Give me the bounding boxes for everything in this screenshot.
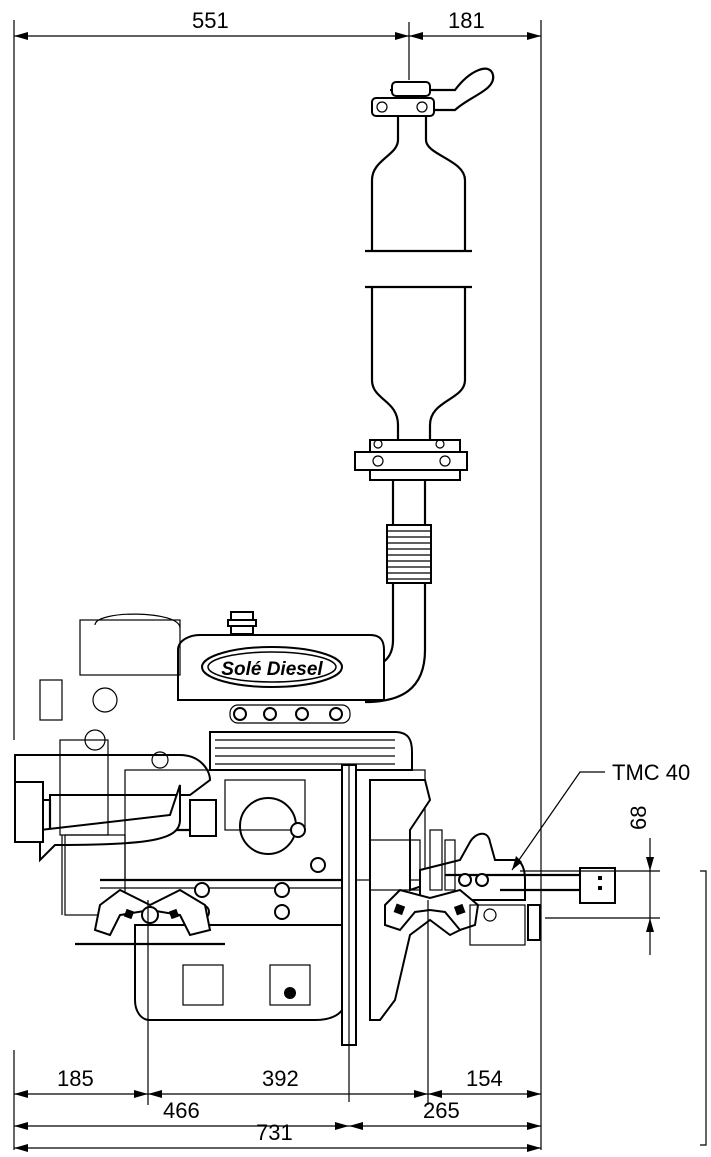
- bottom-dimension-lines: [13, 900, 541, 1152]
- right-dimension-68: [520, 838, 707, 1146]
- model-label: TMC 40: [612, 760, 690, 785]
- gearbox: [369, 779, 616, 1021]
- model-leader: [511, 771, 605, 871]
- dim-466: 466: [163, 1098, 200, 1123]
- engine-body: [14, 611, 426, 1021]
- dim-68: 68: [626, 806, 651, 830]
- dim-392: 392: [262, 1066, 299, 1091]
- dim-265: 265: [423, 1098, 460, 1123]
- exhaust-muffler: [354, 67, 495, 704]
- dim-185: 185: [57, 1066, 94, 1091]
- top-dimension-lines: [13, 20, 542, 1150]
- brand-logo-text: Solé Diesel: [221, 659, 323, 680]
- dim-top-181: 181: [448, 8, 485, 33]
- center-plate: [341, 764, 357, 1102]
- dim-154: 154: [466, 1066, 503, 1091]
- dim-731: 731: [256, 1120, 293, 1145]
- dim-top-551: 551: [192, 8, 229, 33]
